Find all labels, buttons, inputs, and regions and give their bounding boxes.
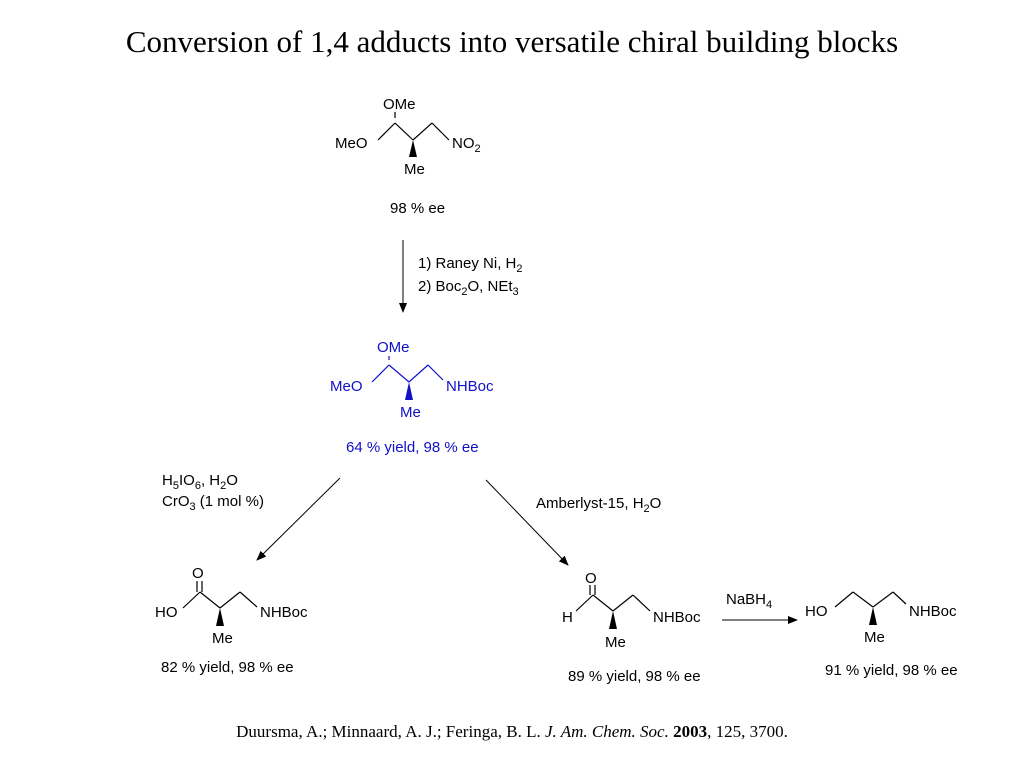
meo-label: MeO (335, 135, 368, 152)
me-label: Me (400, 404, 421, 421)
aldehyde-result: 89 % yield, 98 % ee (568, 668, 701, 685)
stereo-wedge-bond (609, 611, 617, 629)
reduction-conditions: NaBH4 (726, 591, 772, 611)
nhboc-label: NHBoc (653, 609, 701, 626)
citation-authors: Duursma, A.; Minnaard, A. J.; Feringa, B… (236, 722, 541, 741)
ho-label: HO (805, 603, 828, 620)
alcohol-result: 91 % yield, 98 % ee (825, 662, 958, 679)
citation-journal: J. Am. Chem. Soc. (544, 722, 669, 741)
svg-text:1) Raney Ni, H2: 1) Raney Ni, H2 (418, 255, 523, 275)
stereo-wedge-bond (405, 382, 413, 400)
stereo-wedge-bond (216, 608, 224, 626)
nhboc-label: NHBoc (446, 378, 494, 395)
stereo-wedge-bond (869, 607, 877, 625)
nhboc-label: NHBoc (909, 603, 957, 620)
aldehyde-structure (575, 585, 651, 612)
ome-label: OMe (377, 339, 410, 356)
svg-text:CrO3 (1 mol %): CrO3 (1 mol %) (162, 493, 264, 513)
me-label: Me (605, 634, 626, 651)
meo-label: MeO (330, 378, 363, 395)
acid-structure (182, 581, 258, 609)
citation-details: , 125, 3700. (707, 722, 788, 741)
svg-text:H5IO6, H2O: H5IO6, H2O (162, 472, 238, 492)
ho-label: HO (155, 604, 178, 621)
carbonyl-o-label: O (192, 565, 204, 582)
citation-year: 2003 (673, 722, 708, 741)
slide-title: Conversion of 1,4 adducts into versatile… (125, 24, 899, 59)
svg-text:2) Boc2O, NEt3: 2) Boc2O, NEt3 (418, 278, 519, 298)
stereo-wedge-bond (409, 140, 417, 157)
arrow-left-branch (256, 477, 341, 561)
right-conditions: Amberlyst-15, H2O (536, 495, 661, 515)
alcohol-structure (834, 591, 907, 608)
me-label: Me (404, 161, 425, 178)
no2-label: NO2 (452, 135, 481, 155)
start-result: 98 % ee (390, 200, 445, 217)
ome-label: OMe (383, 96, 416, 113)
acid-result: 82 % yield, 98 % ee (161, 659, 294, 676)
h-label: H (562, 609, 573, 626)
me-label: Me (212, 630, 233, 647)
nhboc-label: NHBoc (260, 604, 308, 621)
step1-conditions: 1) Raney Ni, H2 2) Boc2O, NEt3 (418, 255, 523, 298)
carbonyl-o-label: O (585, 570, 597, 587)
citation: Duursma, A.; Minnaard, A. J.; Feringa, B… (0, 722, 1024, 742)
intermediate-result: 64 % yield, 98 % ee (346, 439, 479, 456)
svg-text:NaBH4: NaBH4 (726, 591, 772, 611)
me-label: Me (864, 629, 885, 646)
arrow-right-branch (485, 479, 569, 566)
svg-text:Amberlyst-15, H2O: Amberlyst-15, H2O (536, 495, 661, 515)
starting-material (377, 112, 450, 141)
intermediate-structure (371, 356, 444, 383)
left-conditions: H5IO6, H2O CrO3 (1 mol %) (162, 472, 264, 513)
